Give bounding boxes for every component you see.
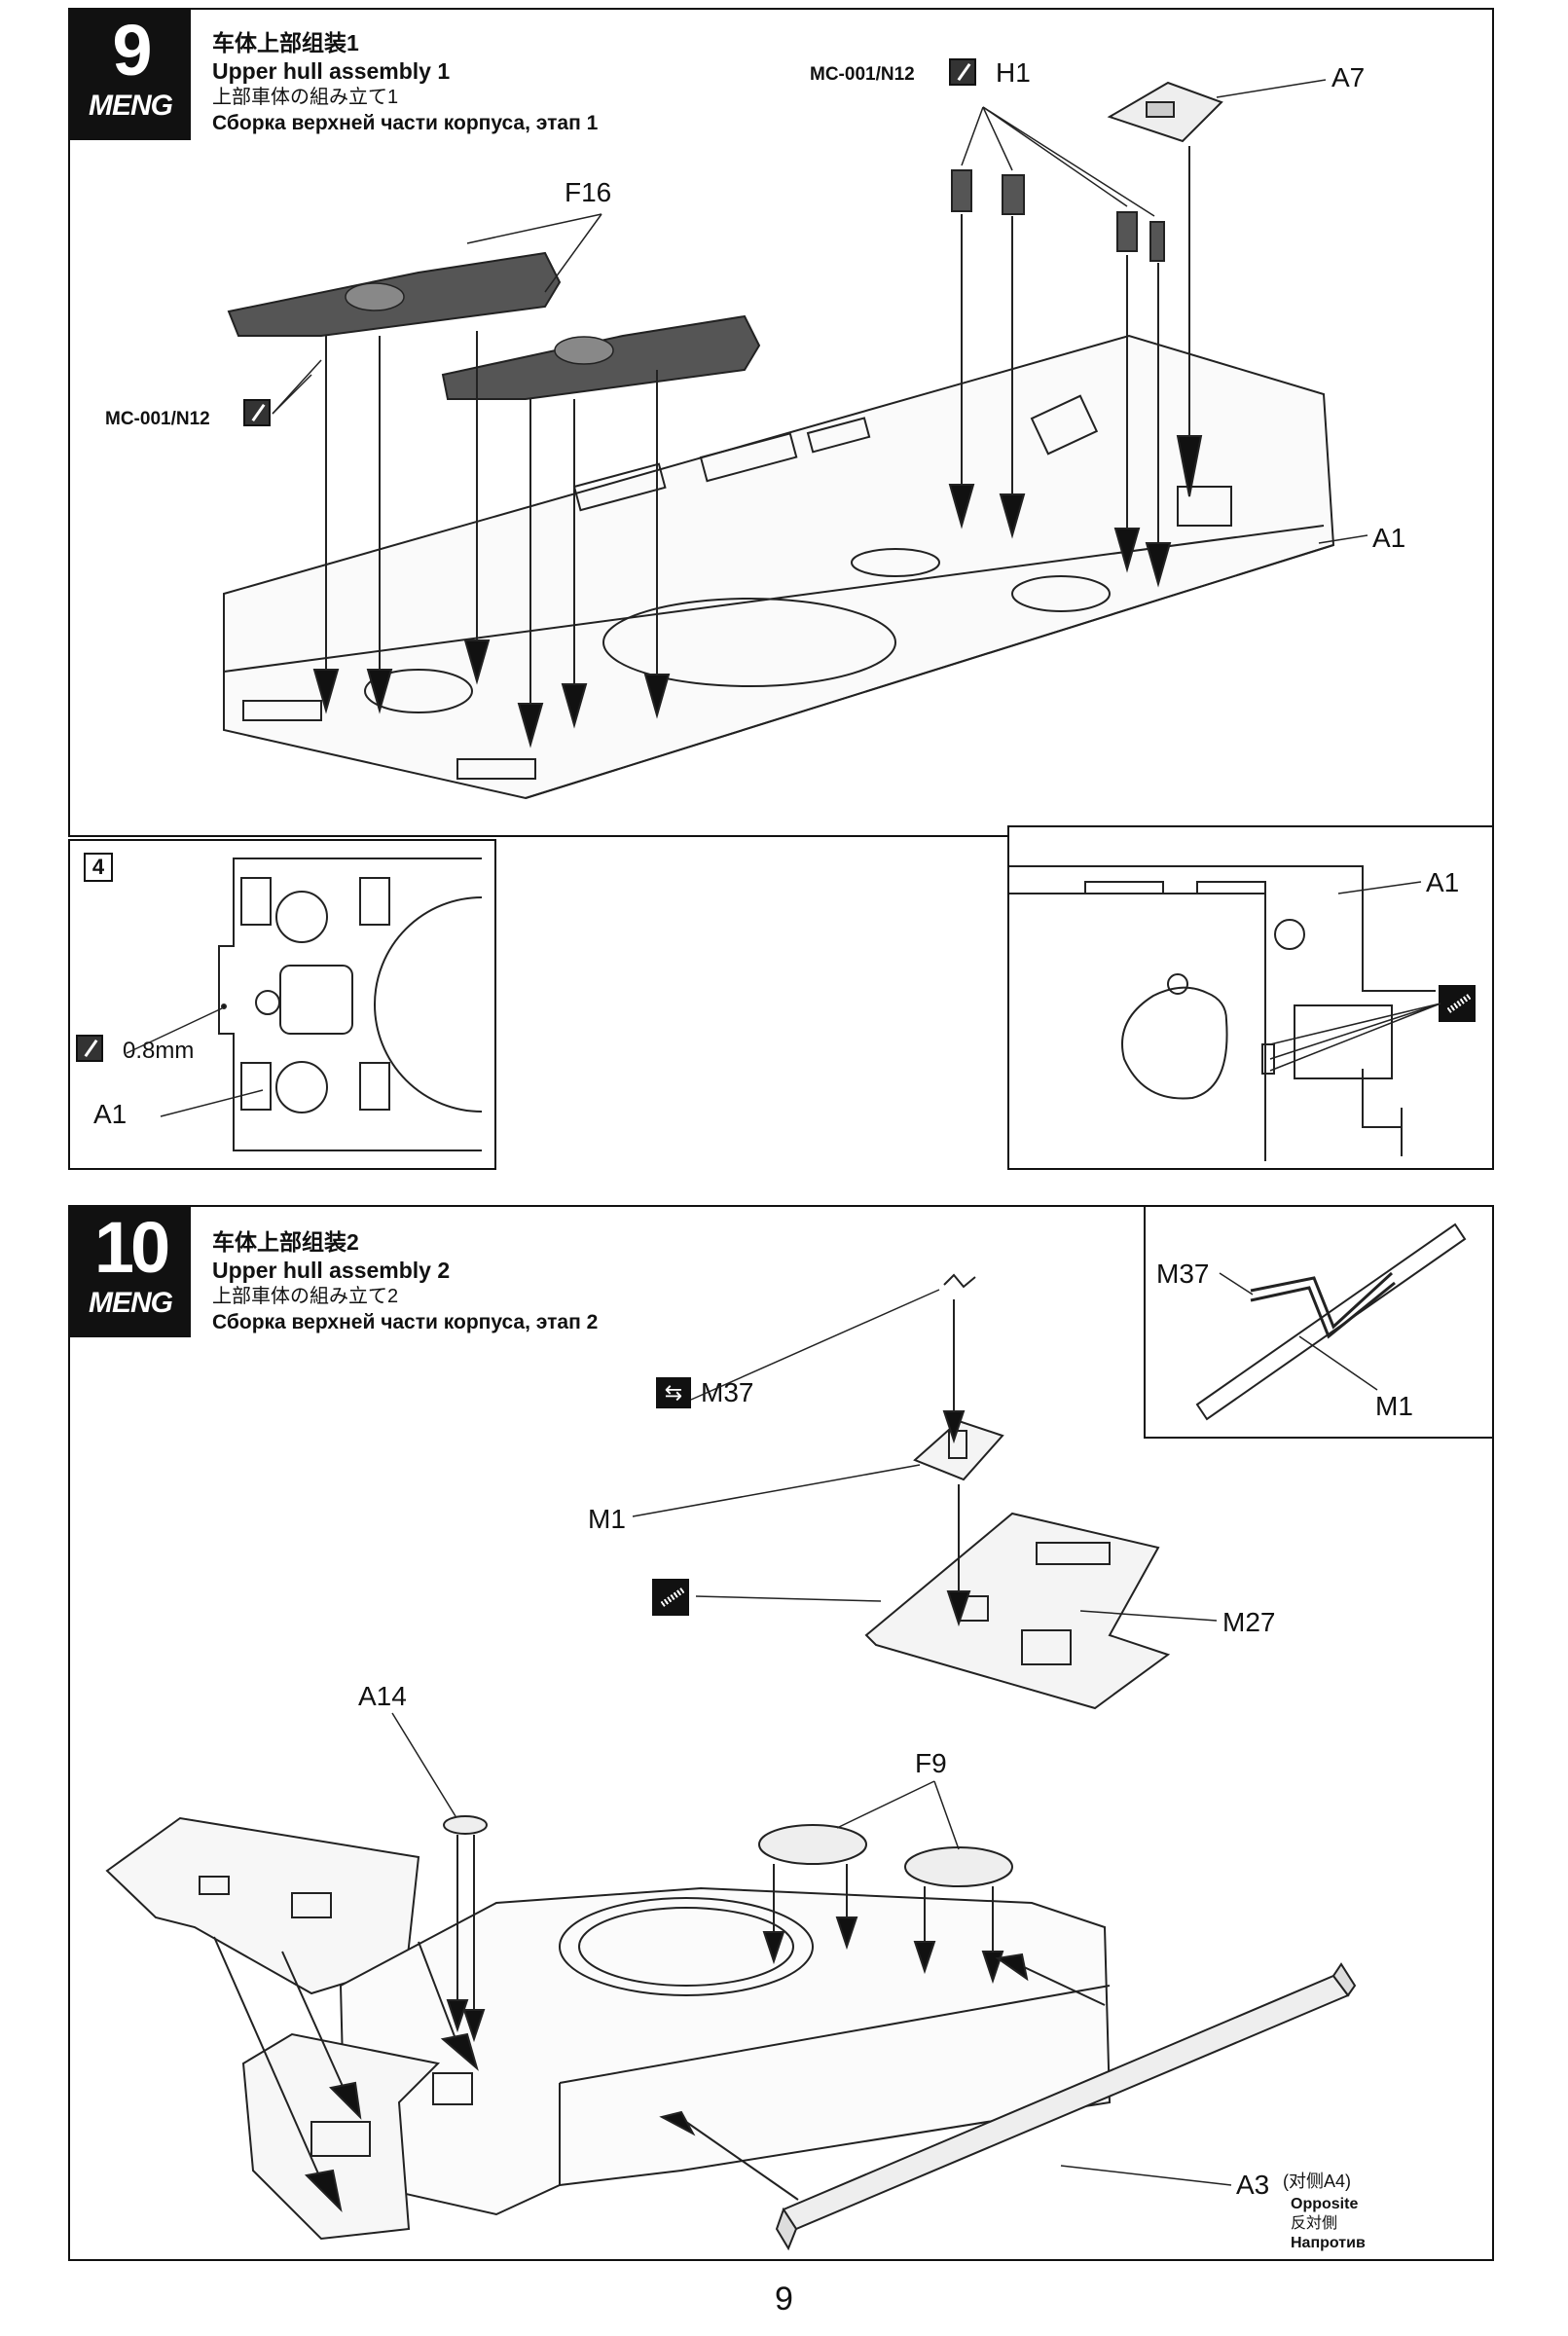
title-zh: 车体上部组装2 [212, 1229, 359, 1255]
brand-logo: MENG [89, 90, 173, 122]
part-label-m37: M37 [701, 1377, 754, 1407]
part-label-a1-inset-right: A1 [1426, 867, 1460, 897]
title-zh: 车体上部组装1 [212, 30, 359, 55]
paint-code-left: MC-001/N12 [105, 409, 210, 429]
page-number: 9 [775, 2281, 793, 2318]
inset-number: 4 [84, 853, 113, 882]
inset-drill-panel [68, 839, 496, 1170]
file-cut-icon [652, 1579, 689, 1616]
drill-size: 0.8mm [123, 1038, 195, 1064]
step-9-diagram [223, 79, 1368, 800]
step-10-badge: 10 MENG [70, 1207, 191, 1337]
brand-logo: MENG [89, 1287, 173, 1319]
title-en: Upper hull assembly 1 [212, 58, 451, 84]
part-label-a3: A3 [1236, 2170, 1270, 2200]
step-9-badge: 9 MENG [70, 10, 191, 140]
title-ru: Сборка верхней части корпуса, этап 2 [212, 1311, 599, 1333]
part-label-m1: M1 [588, 1504, 626, 1534]
title-ru: Сборка верхней части корпуса, этап 1 [212, 112, 599, 134]
title-en: Upper hull assembly 2 [212, 1258, 451, 1283]
title-ja: 上部車体の組み立て2 [212, 1286, 399, 1307]
step-10-title: 车体上部组装2 Upper hull assembly 2 上部車体の組み立て2… [212, 1228, 598, 1336]
a3-opposite-ja: 反対側 [1291, 2215, 1338, 2232]
part-label-f9: F9 [915, 1748, 947, 1778]
part-label-f16: F16 [565, 177, 612, 207]
inset-label-m1: M1 [1375, 1391, 1413, 1421]
part-label-a1-inset-left: A1 [93, 1099, 128, 1129]
a3-opposite-en: Opposite [1291, 2196, 1359, 2212]
a3-opposite-ru: Напротив [1291, 2235, 1366, 2251]
step-9-number: 9 [112, 10, 152, 91]
inset-label-m37: M37 [1156, 1259, 1210, 1289]
title-ja: 上部車体の組み立て1 [212, 87, 399, 108]
part-label-a1-main: A1 [1372, 523, 1406, 553]
swap-icon: ⇆ [656, 1377, 691, 1408]
part-label-a14: A14 [358, 1681, 407, 1711]
a3-opposite-zh: (对侧A4) [1283, 2172, 1352, 2191]
step-10-inset-diagram [1195, 1223, 1467, 1421]
paint-brush-icon [243, 399, 271, 426]
drill-icon [76, 1035, 103, 1062]
part-label-h1: H1 [996, 57, 1031, 88]
inset-right-diagram [1009, 865, 1441, 1161]
paint-code-top: MC-001/N12 [810, 64, 915, 85]
part-label-m27: M27 [1222, 1607, 1276, 1637]
inset-left-diagram [126, 858, 483, 1151]
step-9-title: 车体上部组装1 Upper hull assembly 1 上部車体の組み立て1… [212, 29, 598, 137]
step-10-inset-panel [1144, 1205, 1494, 1439]
part-label-a7: A7 [1331, 62, 1366, 92]
paint-brush-icon [949, 58, 976, 86]
step-10-number: 10 [93, 1207, 170, 1288]
